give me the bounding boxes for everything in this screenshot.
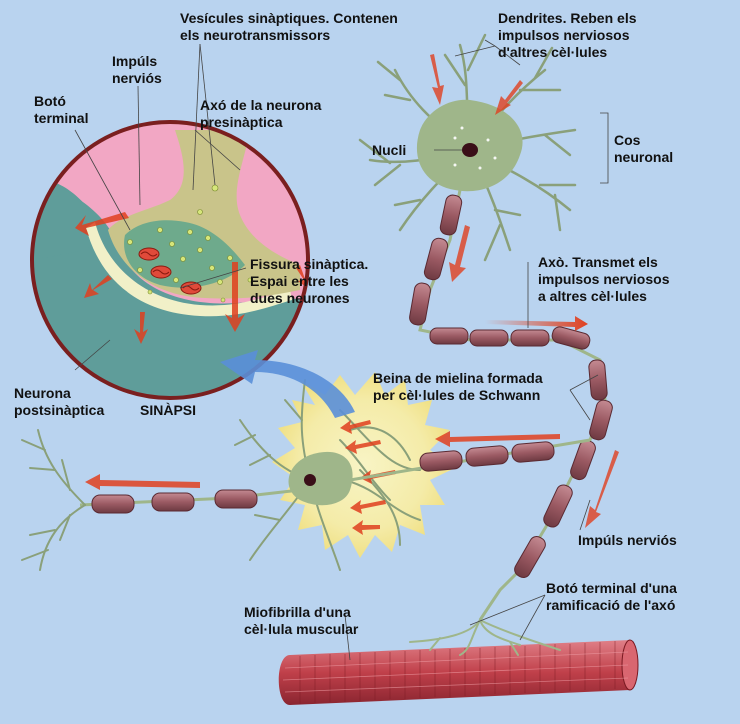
label-sinapsi: SINÀPSI [140, 402, 196, 419]
mitochondria-group [138, 247, 202, 295]
label-beina-line1: Beina de mielina formada [373, 370, 543, 386]
label-vesicules-line1: Vesícules sinàptiques. Contenen [180, 10, 398, 26]
label-beina-line2: per cèl·lules de Schwann [373, 387, 541, 403]
label-axo-transmet: Axò. Transmet els impulsos nerviosos a a… [538, 254, 669, 305]
label-miofibrilla-line1: Miofibrilla d'una [244, 604, 351, 620]
label-neurona-post: Neurona postsinàptica [14, 385, 104, 419]
label-nucli-text: Nucli [372, 142, 407, 158]
label-cos-neuronal-line2: neuronal [614, 149, 674, 165]
dendrite-impulse-arrows [430, 54, 523, 115]
label-cos-neuronal: Cos neuronal [614, 132, 673, 166]
label-fissura: Fissura sinàptica. Espai entre les dues … [250, 256, 368, 307]
label-miofibrilla: Miofibrilla d'una cèl·lula muscular [244, 604, 358, 638]
synaptic-vesicles [127, 184, 253, 303]
label-vesicules: Vesícules sinàptiques. Contenen els neur… [180, 10, 398, 44]
label-fissura-line3: dues neurones [250, 290, 350, 306]
label-neurona-post-line1: Neurona [14, 385, 71, 401]
label-nucli: Nucli [372, 142, 406, 159]
upper-neuron [358, 33, 577, 262]
label-axo-transmet-line2: impulsos nerviosos [538, 271, 670, 287]
label-boto-terminal-line2: terminal [34, 110, 89, 126]
label-beina: Beina de mielina formada per cèl·lules d… [373, 370, 543, 404]
label-boto-terminal: Botó terminal [34, 93, 88, 127]
myelinated-axon [409, 189, 619, 621]
label-dendrites-line1: Dendrites. Reben els [498, 10, 637, 26]
label-dendrites-line3: d'altres cèl·lules [498, 44, 608, 60]
label-fissura-line2: Espai entre les [250, 273, 349, 289]
label-dendrites: Dendrites. Reben els impulsos nerviosos … [498, 10, 637, 61]
label-axo-presinaptica: Axó de la neurona presinàptica [200, 97, 321, 131]
label-impuls-bottom: Impúls nerviós [578, 532, 677, 549]
label-axo-transmet-line1: Axò. Transmet els [538, 254, 658, 270]
label-neurona-post-line2: postsinàptica [14, 402, 105, 418]
label-impuls-top-line2: nerviós [112, 70, 162, 86]
axon-impulse-arrows [485, 316, 588, 331]
label-axo-presinaptica-line2: presinàptica [200, 114, 283, 130]
label-miofibrilla-line2: cèl·lula muscular [244, 621, 359, 637]
label-axo-transmet-line3: a altres cèl·lules [538, 288, 647, 304]
nucleus [462, 143, 478, 157]
lower-neuron [21, 372, 591, 571]
label-vesicules-line2: els neurotransmissors [180, 27, 331, 43]
label-boto-ramificacio: Botó terminal d'una ramificació de l'axó [546, 580, 677, 614]
leader-lines [74, 39, 609, 661]
label-impuls-top: Impúls nerviós [112, 53, 162, 87]
label-boto-ramificacio-line1: Botó terminal d'una [546, 580, 677, 596]
muscle-fibre [278, 619, 639, 705]
synapse-impulse-arrows [75, 212, 308, 344]
label-dendrites-line2: impulsos nerviosos [498, 27, 630, 43]
label-boto-ramificacio-line2: ramificació de l'axó [546, 597, 676, 613]
label-axo-presinaptica-line1: Axó de la neurona [200, 97, 322, 113]
label-impuls-bottom-text: Impúls nerviós [578, 532, 677, 548]
label-cos-neuronal-line1: Cos [614, 132, 641, 148]
label-boto-terminal-line1: Botó [34, 93, 66, 109]
zoom-arrow [220, 350, 355, 418]
label-fissura-line1: Fissura sinàptica. [250, 256, 369, 272]
label-impuls-top-line1: Impúls [112, 53, 158, 69]
label-sinapsi-text: SINÀPSI [140, 402, 197, 418]
synapse-magnified-view [30, 120, 310, 400]
